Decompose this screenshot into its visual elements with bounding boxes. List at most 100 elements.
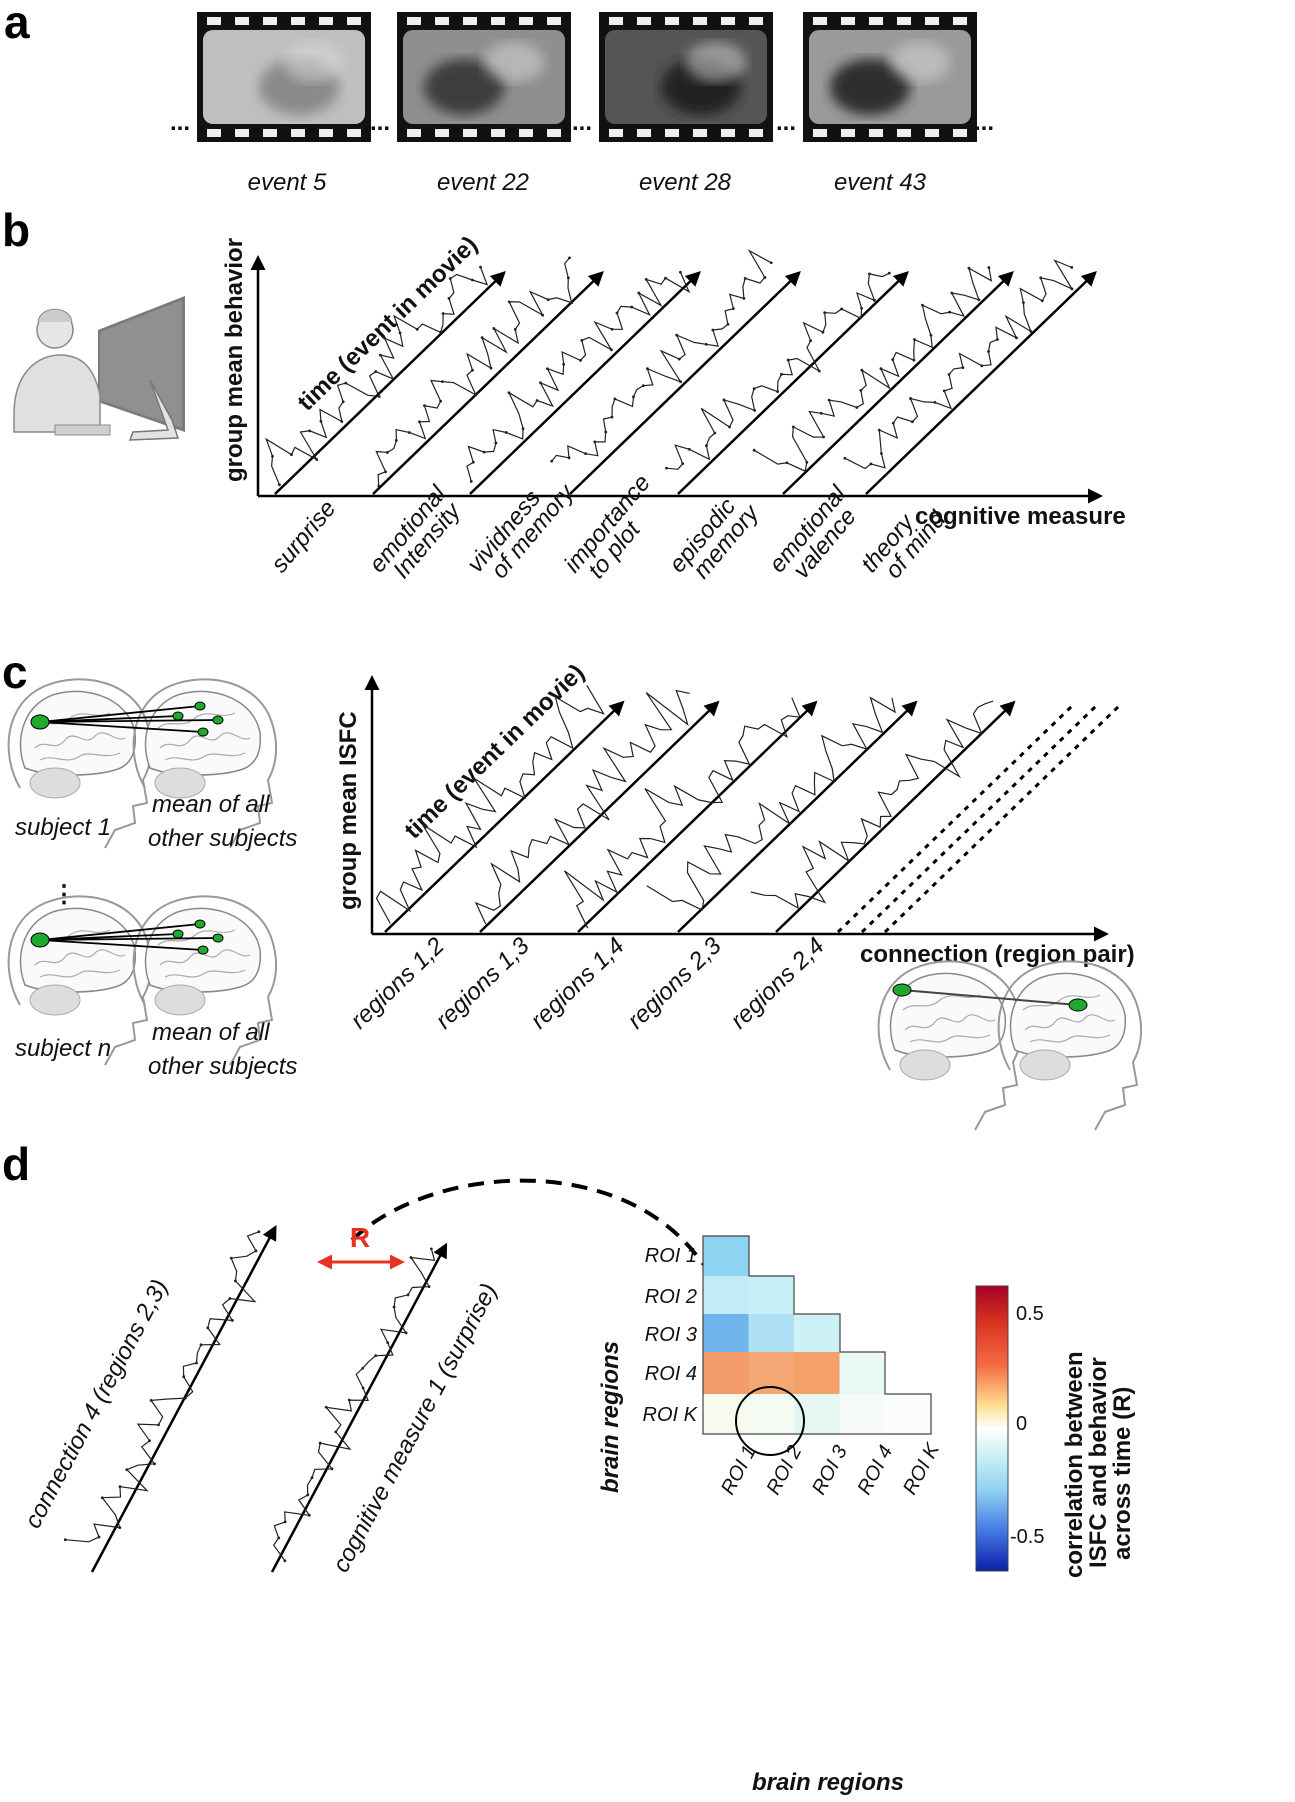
colorbar-tick: 0 — [1016, 1413, 1027, 1435]
matrix-cell — [794, 1314, 840, 1352]
trace-point — [859, 389, 863, 392]
timeseries-trace — [563, 697, 801, 929]
trace-point — [644, 277, 648, 281]
trace-point — [418, 420, 421, 424]
trace-point — [489, 366, 493, 370]
trace-point — [743, 276, 747, 280]
timeseries-trace — [666, 272, 890, 470]
trace-point — [386, 1341, 390, 1344]
timeseries-trace — [844, 259, 1074, 470]
trace-point — [827, 398, 831, 402]
trace-point — [415, 327, 419, 331]
trace-point — [118, 1485, 122, 1488]
trace-point — [474, 393, 478, 397]
roi-row-label: ROI 2 — [645, 1286, 697, 1308]
film-frame — [803, 12, 977, 142]
matrix-cell — [885, 1394, 931, 1434]
trace-point — [447, 296, 451, 300]
colorbar-label: across time (R) — [1109, 1387, 1136, 1560]
timeseries-trace — [375, 684, 605, 924]
mean-label: mean of all — [152, 791, 270, 818]
ellipsis: ... — [776, 109, 796, 136]
sprocket-hole — [463, 129, 477, 137]
subject-n-label: subject n — [15, 1035, 111, 1062]
film-strip-group — [197, 12, 977, 142]
trace-point — [579, 358, 582, 362]
trace-point — [429, 1247, 433, 1251]
blurred-frame — [605, 30, 767, 124]
sprocket-hole — [665, 17, 679, 25]
trace-point — [344, 381, 348, 385]
matrix-outline — [702, 1235, 932, 1435]
mean-label: other subjects — [148, 825, 297, 852]
trace-point — [546, 298, 550, 302]
sprocket-hole — [897, 17, 911, 25]
trace-point — [593, 440, 597, 444]
x-axis-label: cognitive measure — [915, 503, 1126, 530]
trace-point — [819, 411, 823, 415]
trace-point — [507, 391, 511, 395]
sprocket-hole — [693, 129, 707, 137]
trace-point — [891, 421, 895, 425]
trace-point — [1029, 330, 1033, 333]
trace-point — [228, 1297, 232, 1300]
sprocket-hole — [207, 17, 221, 25]
trace-point — [470, 278, 474, 282]
region-pair-label: regions 1,4 — [525, 932, 629, 1034]
region-pair-brain-icon — [877, 960, 1143, 1131]
matrix-cell — [839, 1352, 886, 1394]
trace-point — [880, 452, 883, 455]
film-frame — [397, 12, 571, 142]
trace-point — [394, 439, 398, 442]
trace-point — [610, 415, 614, 419]
trace-point — [942, 389, 946, 393]
trace-point — [1070, 266, 1074, 269]
ellipsis: ... — [572, 109, 592, 136]
trace-point — [398, 331, 402, 335]
timeseries-trace — [750, 700, 994, 910]
correlation-matrix — [702, 1235, 932, 1435]
roi-node — [172, 929, 184, 939]
trace-point — [929, 333, 933, 337]
ellipsis: ... — [170, 109, 190, 136]
trace-point — [63, 1538, 67, 1542]
sprocket-hole — [869, 17, 883, 25]
trace-point — [482, 450, 486, 454]
trace-point — [921, 303, 924, 307]
time-axis — [479, 700, 720, 933]
trace-point — [229, 1256, 233, 1260]
trace-point — [307, 1513, 311, 1517]
trace-point — [679, 380, 683, 384]
trace-point — [157, 1423, 160, 1427]
time-axis — [775, 700, 1016, 933]
time-axis — [384, 700, 625, 933]
sprocket-hole — [813, 17, 827, 25]
trace-point — [440, 380, 444, 384]
trace-point — [632, 395, 635, 399]
sprocket-hole — [407, 129, 421, 137]
r-label: R — [350, 1222, 370, 1253]
sprocket-hole — [347, 129, 361, 137]
region-pair-label: regions 1,3 — [430, 932, 535, 1034]
trace-point — [347, 1398, 351, 1402]
trace-point — [406, 1293, 410, 1297]
trace-point — [877, 428, 881, 432]
trace-point — [687, 447, 691, 451]
colorbar-label: correlation between — [1061, 1351, 1088, 1578]
trace-point — [785, 461, 789, 465]
connection-line — [39, 705, 201, 723]
trace-point — [891, 358, 895, 361]
trace-point — [615, 311, 619, 315]
trace-point — [361, 1366, 365, 1370]
sprocket-hole — [319, 17, 333, 25]
sprocket-hole — [721, 129, 735, 137]
trace-point — [1070, 287, 1074, 291]
sprocket-hole — [953, 17, 967, 25]
trace-point — [480, 336, 484, 340]
sprocket-hole — [897, 129, 911, 137]
y-axis-label: group mean ISFC — [335, 711, 362, 910]
colorbar-label: ISFC and behavior — [1085, 1357, 1112, 1568]
film-frame — [197, 12, 371, 142]
ellipsis-group: ... ... ... ... ... — [170, 109, 994, 136]
